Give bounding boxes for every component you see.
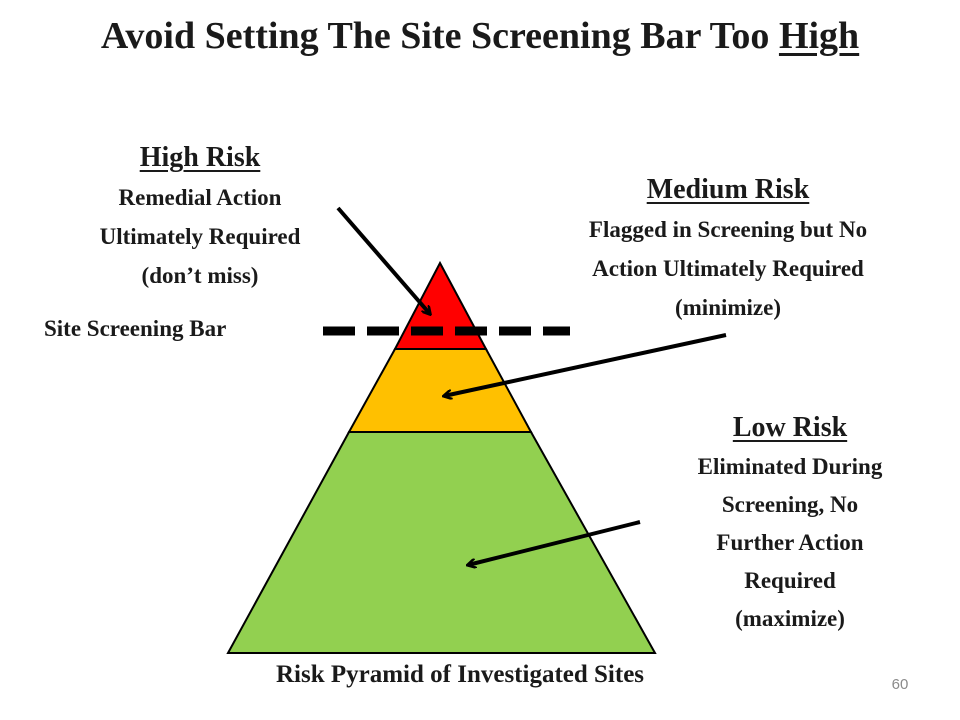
low-risk-line: Eliminated During <box>697 454 883 479</box>
pyramid-tier-low <box>226 431 657 654</box>
medium-risk-line: (minimize) <box>674 295 781 320</box>
medium-risk-arrow <box>444 333 727 396</box>
pyramid-caption: Risk Pyramid of Investigated Sites <box>275 661 645 688</box>
low-risk-line: Required <box>744 568 836 593</box>
high-risk-line: (don’t miss) <box>141 263 259 288</box>
high-risk-label: High Risk Remedial Action Ultimately Req… <box>50 138 350 295</box>
low-risk-line: Screening, No <box>721 492 859 517</box>
low-risk-line: Further Action <box>716 530 864 555</box>
low-risk-heading: Low Risk <box>732 412 848 443</box>
high-risk-line: Ultimately Required <box>99 224 301 249</box>
medium-risk-description: Flagged in Screening but No Action Ultim… <box>508 210 948 327</box>
high-risk-line: Remedial Action <box>118 185 282 210</box>
medium-risk-label: Medium Risk Flagged in Screening but No … <box>508 170 948 327</box>
pyramid-tier-high <box>393 260 488 350</box>
medium-risk-heading: Medium Risk <box>646 174 810 205</box>
low-risk-description: Eliminated During Screening, No Further … <box>640 448 940 638</box>
high-risk-heading: High Risk <box>139 142 261 173</box>
high-risk-arrow <box>336 206 430 314</box>
medium-risk-line: Action Ultimately Required <box>592 256 864 281</box>
medium-risk-line: Flagged in Screening but No <box>588 217 868 242</box>
screening-bar-label: Site Screening Bar <box>44 316 227 341</box>
title-text: Avoid Setting The Site Screening Bar Too <box>100 15 770 57</box>
title-highlight: High <box>778 15 860 57</box>
high-risk-description: Remedial Action Ultimately Required (don… <box>50 178 350 295</box>
page-number: 60 <box>891 676 909 693</box>
low-risk-arrow <box>468 520 641 565</box>
pyramid-tier-medium <box>347 348 533 433</box>
slide-title: Avoid Setting The Site Screening Bar Too… <box>0 14 960 58</box>
low-risk-line: (maximize) <box>735 606 845 631</box>
low-risk-label: Low Risk Eliminated During Screening, No… <box>640 408 940 638</box>
